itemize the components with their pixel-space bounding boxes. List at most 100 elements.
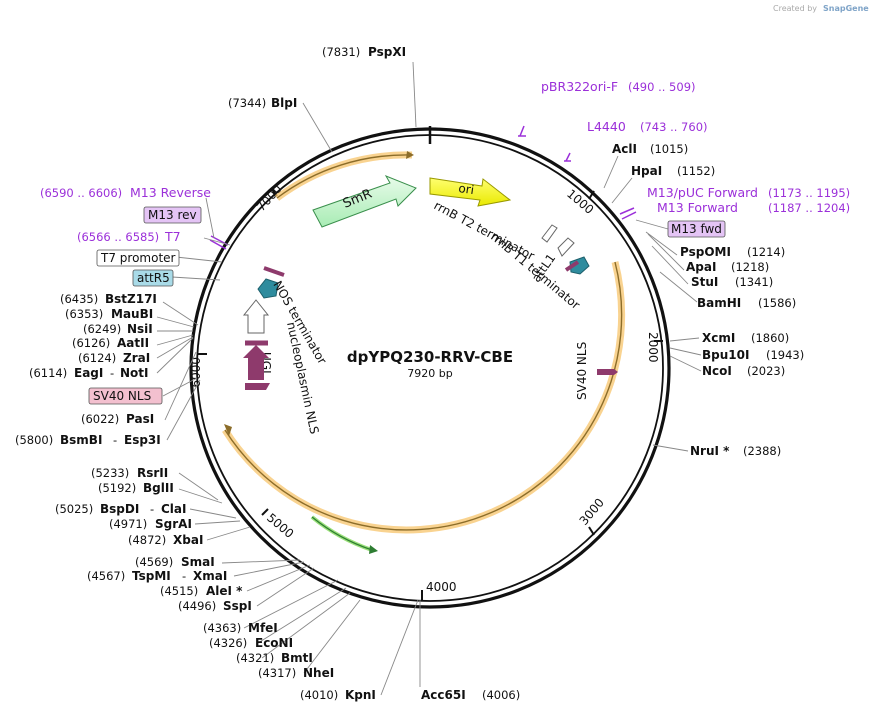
feature-nos-terminator-arrow	[242, 299, 270, 334]
enzyme-pos-xbai: (4872)	[128, 533, 166, 547]
enzyme-pos-nrui: (2388)	[743, 444, 781, 458]
dna-arc-green-line	[311, 516, 373, 551]
enzyme-pos-apai: (1218)	[731, 260, 769, 274]
enzyme-pos-pasi: (6022)	[81, 412, 119, 426]
enzyme-pos-bspdi: (5025)	[55, 502, 93, 516]
plasmid-name: dpYPQ230-RRV-CBE	[347, 348, 513, 366]
plasmid-size: 7920 bp	[407, 367, 452, 380]
enzyme-name-acli: AclI	[612, 142, 637, 156]
enzyme-name-mfei: MfeI	[248, 621, 278, 635]
enzyme-pos-hpai: (1152)	[677, 164, 715, 178]
enzyme-pos-zrai: (6124)	[78, 351, 116, 365]
attr5-box-label: attR5	[137, 271, 170, 285]
enzyme-pos-econi: (4326)	[209, 636, 247, 650]
credit-brand: SnapGene	[823, 4, 869, 13]
primer-name-m13-puc-forward: M13/pUC Forward	[647, 185, 758, 200]
enzyme-pos-blpi: (7344)	[228, 96, 266, 110]
enzyme-pos-rsrii: (5233)	[91, 466, 129, 480]
enzyme-pos-sspi: (4496)	[178, 599, 216, 613]
primer-range-l4440: (743 .. 760)	[640, 120, 708, 134]
sv40-nls-box	[88, 387, 163, 405]
m13-fwd-box	[667, 220, 726, 238]
primer-range-m13-forward: (1187 .. 1204)	[768, 201, 850, 215]
enzyme-name-bsmbi: BsmBI	[60, 433, 102, 447]
enzyme-pos-mfei: (4363)	[203, 621, 241, 635]
enzyme-pos-alei: (4515)	[160, 584, 198, 598]
enzyme-pos-stui: (1341)	[735, 275, 773, 289]
svg-text:-: -	[150, 502, 154, 516]
feature-sv40-nls-inner-shape	[597, 369, 618, 375]
enzyme-name-bamhi: BamHI	[697, 296, 741, 310]
t7-promoter-box-label: T7 promoter	[100, 251, 176, 265]
enzyme-name-esp3i: Esp3I	[124, 433, 161, 447]
enzyme-pos-bpu10i: (1943)	[766, 348, 804, 362]
enzyme-pos-bamhi: (1586)	[758, 296, 796, 310]
feature-attr5-shape	[257, 278, 279, 299]
enzyme-pos-acli: (1015)	[650, 142, 688, 156]
enzyme-name-smai: SmaI	[181, 555, 215, 569]
enzyme-name-pasi: PasI	[126, 412, 154, 426]
primer-range-t7: (6566 .. 6585)	[77, 230, 159, 244]
enzyme-name-zrai: ZraI	[123, 351, 150, 365]
enzyme-name-clai: ClaI	[161, 502, 186, 516]
svg-text:-: -	[110, 366, 114, 380]
enzyme-name-nrui: NruI *	[690, 444, 730, 458]
enzyme-name-bstz17i: BstZ17I	[105, 292, 157, 306]
feature-ori-label: ori	[458, 181, 475, 197]
feature-rrnb-t2-arrow	[541, 224, 558, 243]
enzyme-name-nhei: NheI	[303, 666, 334, 680]
enzyme-pos-nhei: (4317)	[258, 666, 296, 680]
enzyme-name-econi: EcoNI	[255, 636, 293, 650]
enzyme-pos-bsmbi: (5800)	[15, 433, 53, 447]
enzyme-name-sspi: SspI	[223, 599, 252, 613]
svg-text:-: -	[182, 569, 186, 583]
enzyme-pos-sgrai: (4971)	[109, 517, 147, 531]
tick-label-2000: 2000	[646, 332, 660, 363]
tick-label-3000: 3000	[577, 496, 607, 528]
feature-smr-arrow	[312, 175, 417, 228]
feature-ori-arrow	[429, 177, 512, 207]
enzyme-name-stui: StuI	[691, 275, 718, 289]
enzyme-pos-pspxi: (7831)	[322, 45, 360, 59]
enzyme-pos-bglii: (5192)	[98, 481, 136, 495]
m13-rev-box	[143, 206, 202, 224]
feature-t7-stripe	[263, 266, 285, 277]
enzyme-name-bmti: BmtI	[281, 651, 313, 665]
credit-prefix: Created by	[773, 4, 817, 13]
primer-name-l4440: L4440	[587, 119, 626, 134]
attr5-box	[132, 269, 174, 287]
enzyme-pos-eagi: (6114)	[29, 366, 67, 380]
enzyme-name-bglii: BglII	[143, 481, 174, 495]
enzyme-pos-maubi: (6353)	[65, 307, 103, 321]
cds-arc-top-left-line	[276, 154, 413, 199]
tick-mark-3000	[588, 526, 595, 536]
enzyme-name-tspmi: TspMI	[132, 569, 171, 583]
sv40-nls-box-label: SV40 NLS	[93, 389, 151, 403]
enzyme-pos-tspmi: (4567)	[87, 569, 125, 583]
enzyme-name-xcmi: XcmI	[702, 331, 735, 345]
feature-rrnb-t1-arrow	[557, 237, 575, 257]
enzyme-pos-nsii: (6249)	[83, 322, 121, 336]
enzyme-name-blpi: BlpI	[271, 96, 297, 110]
tick-label-6000: 6000	[189, 357, 203, 388]
enzyme-pos-smai: (4569)	[135, 555, 173, 569]
enzyme-name-kpni: KpnI	[345, 688, 376, 702]
enzyme-name-ncoi: NcoI	[702, 364, 732, 378]
primer-name-m13-reverse: M13 Reverse	[130, 185, 211, 200]
primer-name-t7: T7	[164, 229, 181, 244]
enzyme-pos-xcmi: (1860)	[751, 331, 789, 345]
enzyme-name-eagi: EagI	[74, 366, 103, 380]
tick-label-4000: 4000	[426, 580, 457, 594]
primer-range-m13-reverse: (6590 .. 6606)	[40, 186, 122, 200]
primer-pbr322ori-f-marker	[518, 125, 526, 137]
enzyme-name-apai: ApaI	[686, 260, 716, 274]
dna-arc-green-head	[369, 545, 378, 554]
enzyme-name-xbai: XbaI	[173, 533, 203, 547]
tick-mark-5000	[261, 508, 269, 516]
enzyme-name-bspdi: BspDI	[100, 502, 139, 516]
primer-name-pbr322ori-f: pBR322ori-F	[541, 79, 618, 94]
enzyme-name-sgrai: SgrAI	[155, 517, 192, 531]
m13-rev-box-label: M13 rev	[148, 208, 197, 222]
feature-attl1-shape	[569, 256, 590, 275]
